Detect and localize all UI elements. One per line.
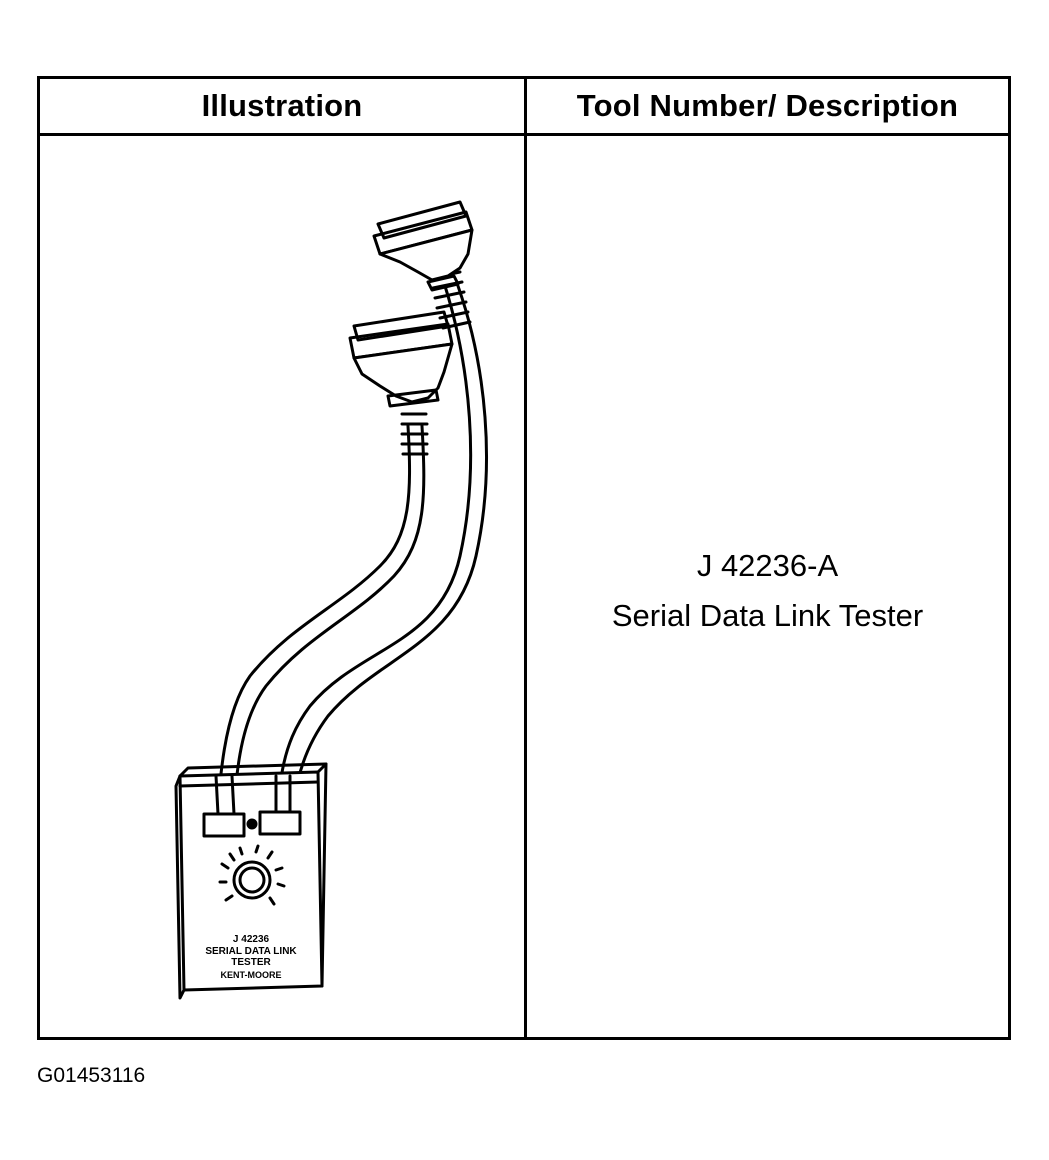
tool-number: J 42236-A: [696, 548, 839, 583]
tool-description: Serial Data Link Tester: [611, 598, 924, 633]
device-label-name: SERIAL DATA LINK: [205, 946, 297, 957]
device-label-model: J 42236: [233, 934, 270, 945]
column-divider: [524, 79, 527, 1037]
header-tool-description: Tool Number/ Description: [576, 88, 959, 123]
serial-data-link-tester-illustration: J 42236 SERIAL DATA LINK TESTER KENT-MOO…: [174, 200, 488, 1000]
tool-table: Illustration Tool Number/ Description: [37, 76, 1011, 1040]
header-illustration: Illustration: [201, 88, 363, 123]
illustration-cell: J 42236 SERIAL DATA LINK TESTER KENT-MOO…: [40, 136, 524, 1037]
device-label-maker: KENT-MOORE: [220, 970, 281, 980]
device-label-type: TESTER: [231, 957, 271, 968]
description-cell: J 42236-A Serial Data Link Tester: [527, 136, 1008, 1037]
figure-id: G01453116: [37, 1064, 146, 1087]
